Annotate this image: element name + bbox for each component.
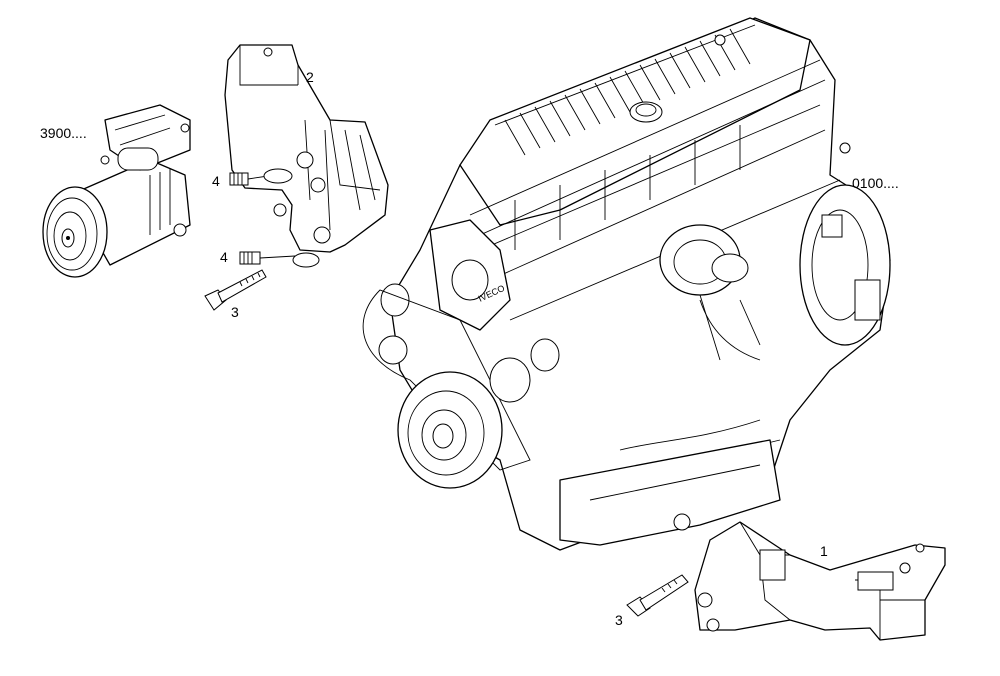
callout-stud-a: 4 [212,173,220,189]
engine-assembly: IVECO [362,17,891,551]
bracket-upper [204,44,389,311]
callout-compressor-ref: 3900.... [40,125,87,141]
bracket-lower [626,521,946,641]
callout-engine-ref: 0100.... [852,175,899,191]
callout-bracket-lower: 1 [820,543,828,559]
valve-cover-ribs [504,28,751,156]
callout-bolt-upper: 3 [231,304,239,320]
callout-bolt-lower: 3 [615,612,623,628]
callout-stud-b: 4 [220,249,228,265]
ac-compressor [42,104,191,278]
callout-bracket-upper: 2 [306,69,314,85]
